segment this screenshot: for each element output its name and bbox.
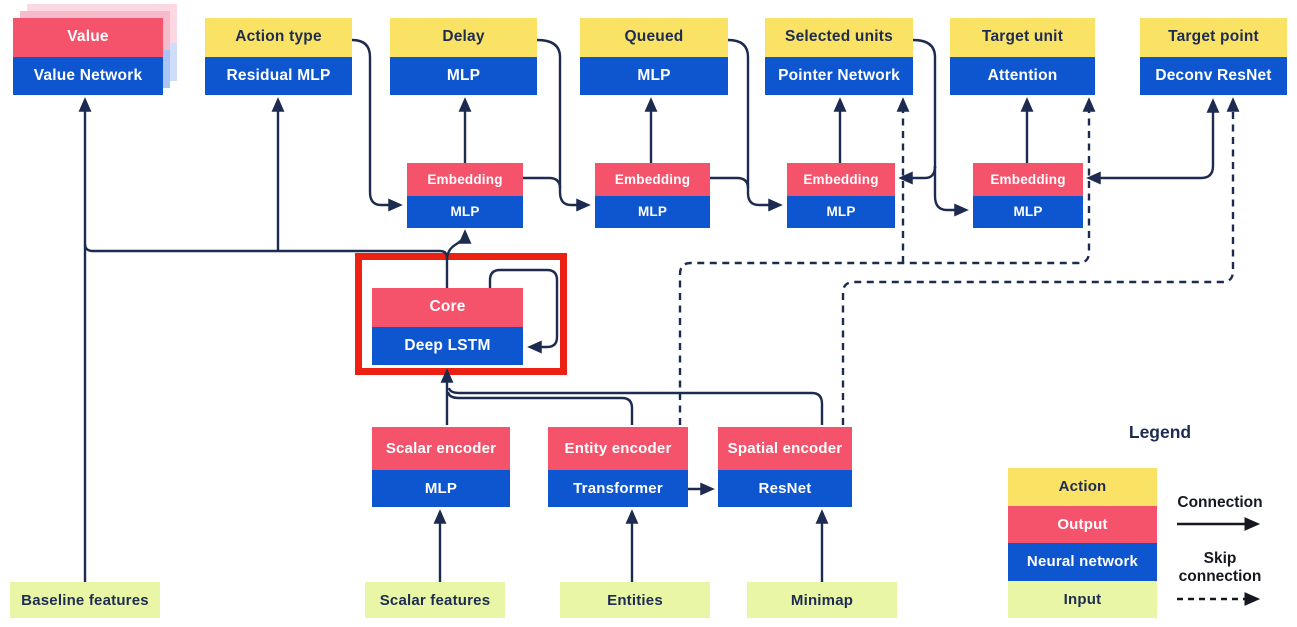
legend-row-neural-network: Neural network	[1008, 543, 1157, 581]
block-embedding-3: Embedding MLP	[787, 163, 895, 228]
delay-label: Delay	[390, 18, 537, 57]
block-spatial-encoder: Spatial encoder ResNet	[718, 427, 852, 507]
legend-row-output: Output	[1008, 505, 1157, 543]
block-action-type: Action type Residual MLP	[205, 18, 352, 95]
target-unit-label: Target unit	[950, 18, 1095, 57]
entity-encoder-label: Entity encoder	[548, 427, 688, 470]
resnet-label: ResNet	[718, 470, 852, 507]
embedding1-mlp-label: MLP	[407, 195, 523, 228]
conn-delay-to-embedding2	[536, 38, 591, 212]
embedding4-label: Embedding	[973, 163, 1083, 196]
deep-lstm-label: Deep LSTM	[372, 326, 523, 365]
deconv-resnet-label: Deconv ResNet	[1140, 56, 1287, 95]
conn-entity-encoder-to-core	[446, 391, 634, 425]
legend-connection-label: Connection	[1177, 494, 1263, 511]
conn-selected-units-to-embedding3	[898, 165, 937, 185]
block-entity-encoder: Entity encoder Transformer	[548, 427, 688, 507]
embedding2-label: Embedding	[595, 163, 710, 196]
queued-mlp-label: MLP	[580, 56, 728, 95]
conn-selected-units-to-embedding4	[933, 166, 969, 217]
conn-spatial-encoder-to-core	[447, 387, 824, 425]
block-embedding-1: Embedding MLP	[407, 163, 523, 228]
scalar-encoder-label: Scalar encoder	[372, 427, 510, 470]
block-target-unit: Target unit Attention	[950, 18, 1095, 95]
selected-units-label: Selected units	[765, 18, 913, 57]
highlight-box-core	[355, 253, 567, 375]
legend-title: Legend	[1128, 422, 1192, 442]
legend-row-input: Input	[1008, 580, 1157, 618]
block-delay: Delay MLP	[390, 18, 537, 95]
scalar-encoder-mlp-label: MLP	[372, 470, 510, 507]
block-embedding-4: Embedding MLP	[973, 163, 1083, 228]
conn-embedding1-merge	[523, 176, 562, 189]
embedding4-mlp-label: MLP	[973, 195, 1083, 228]
spatial-encoder-label: Spatial encoder	[718, 427, 852, 470]
legend-skip-connection-label: Skip connection	[1178, 550, 1262, 585]
transformer-label: Transformer	[548, 470, 688, 507]
conn-core-self-loop	[488, 268, 559, 354]
embedding3-label: Embedding	[787, 163, 895, 196]
queued-label: Queued	[580, 18, 728, 57]
legend-swatches: Action Output Neural network Input	[1008, 468, 1157, 618]
block-queued: Queued MLP	[580, 18, 728, 95]
conn-embedding4-deconv-resnet	[1086, 98, 1220, 185]
block-selected-units: Selected units Pointer Network	[765, 18, 913, 95]
embedding1-label: Embedding	[407, 163, 523, 196]
conn-queued-to-embedding3	[727, 38, 783, 212]
conn-embedding2-merge	[710, 176, 750, 189]
conn-core-to-embedding1	[445, 229, 472, 261]
input-baseline-features: Baseline features	[10, 582, 160, 618]
input-entities: Entities	[560, 582, 710, 618]
conn-selected-units-stem	[912, 38, 937, 168]
target-point-label: Target point	[1140, 18, 1287, 57]
block-scalar-encoder: Scalar encoder MLP	[372, 427, 510, 507]
block-value: Value Value Network	[13, 18, 163, 95]
skip-spatial-to-deconv-resnet	[841, 97, 1240, 425]
embedding2-mlp-label: MLP	[595, 195, 710, 228]
legend-row-action: Action	[1008, 468, 1157, 506]
attention-label: Attention	[950, 56, 1095, 95]
input-minimap: Minimap	[747, 582, 897, 618]
input-scalar-features: Scalar features	[365, 582, 505, 618]
value-network-label: Value Network	[13, 56, 163, 95]
block-core: Core Deep LSTM	[372, 288, 523, 365]
block-target-point: Target point Deconv ResNet	[1140, 18, 1287, 95]
conn-core-to-left-bus	[83, 243, 449, 288]
core-label: Core	[372, 288, 523, 327]
action-type-label: Action type	[205, 18, 352, 57]
embedding3-mlp-label: MLP	[787, 195, 895, 228]
block-embedding-2: Embedding MLP	[595, 163, 710, 228]
pointer-network-label: Pointer Network	[765, 56, 913, 95]
residual-mlp-label: Residual MLP	[205, 56, 352, 95]
value-output-label: Value	[13, 18, 163, 57]
skip-entity-to-attention	[678, 97, 1096, 425]
delay-mlp-label: MLP	[390, 56, 537, 95]
conn-action-type-to-embedding1	[351, 38, 403, 212]
